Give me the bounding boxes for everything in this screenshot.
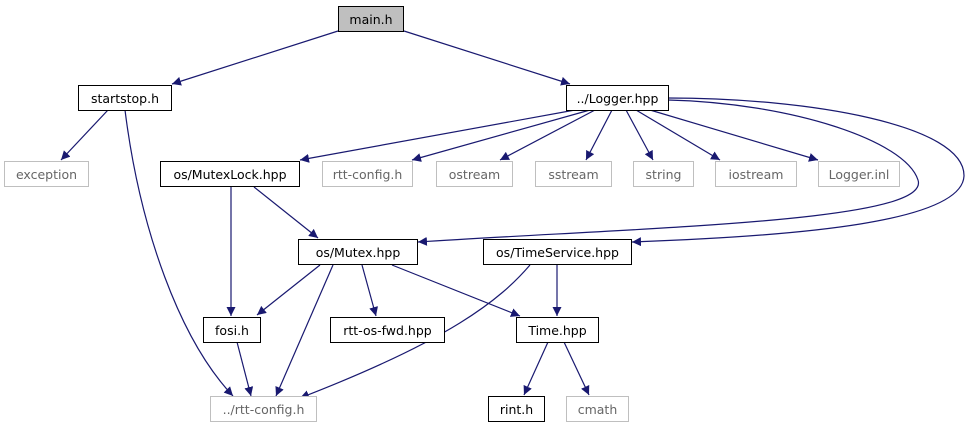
edge-time-to-cmath <box>563 341 590 396</box>
node-logger-hpp[interactable]: ../Logger.hpp <box>566 85 669 111</box>
edge-mutex-to-parent-rtt-config <box>275 264 334 397</box>
node-rtt-config-h: rtt-config.h <box>322 161 413 187</box>
node-mutexlock-hpp[interactable]: os/MutexLock.hpp <box>160 161 300 187</box>
edge-mutex-to-rtt-os-fwd <box>361 264 378 317</box>
edge-logger-to-timeservice <box>631 97 965 247</box>
node-iostream: iostream <box>715 161 797 187</box>
edge-logger-to-iostream <box>635 109 721 161</box>
node-mutex-hpp[interactable]: os/Mutex.hpp <box>298 239 418 265</box>
edge-main-to-startstop <box>171 30 339 86</box>
edge-logger-to-mutexlock <box>299 109 576 163</box>
edge-main-to-logger <box>403 30 571 86</box>
node-rtt-os-fwd-hpp[interactable]: rtt-os-fwd.hpp <box>330 317 445 343</box>
edge-logger-to-string <box>625 109 654 161</box>
node-sstream: sstream <box>535 161 612 187</box>
node-string: string <box>633 161 694 187</box>
edge-mutexlock-to-mutex <box>253 186 319 239</box>
edge-mutex-to-fosi <box>256 264 321 316</box>
edge-logger-to-logger-inl <box>649 109 819 162</box>
node-time-hpp[interactable]: Time.hpp <box>516 317 599 343</box>
edge-startstop-to-exception <box>60 109 109 161</box>
node-ostream: ostream <box>436 161 513 187</box>
node-cmath: cmath <box>566 396 629 422</box>
node-rint-h[interactable]: rint.h <box>488 396 545 422</box>
edge-logger-to-sstream <box>585 109 613 161</box>
node-fosi-h[interactable]: fosi.h <box>203 317 261 343</box>
edge-timeservice-to-parent-rtt-config <box>299 264 531 399</box>
node-timeservice-hpp[interactable]: os/TimeService.hpp <box>483 239 632 265</box>
node-parent-rtt-config-h: ../rtt-config.h <box>210 396 317 422</box>
edge-fosi-to-parent-rtt-config <box>236 341 254 397</box>
edge-mutex-to-time <box>391 264 521 317</box>
node-logger-inl: Logger.inl <box>818 161 900 187</box>
edge-time-to-rint <box>523 341 549 396</box>
edge-logger-to-ostream <box>499 109 596 161</box>
node-exception: exception <box>4 161 89 187</box>
node-main-h[interactable]: main.h <box>338 6 404 32</box>
edge-logger-to-mutex <box>417 99 919 246</box>
edge-startstop-to-parent-rtt-config <box>124 109 234 397</box>
node-startstop-h[interactable]: startstop.h <box>78 85 172 111</box>
edge-logger-to-rtt-config <box>411 109 591 162</box>
